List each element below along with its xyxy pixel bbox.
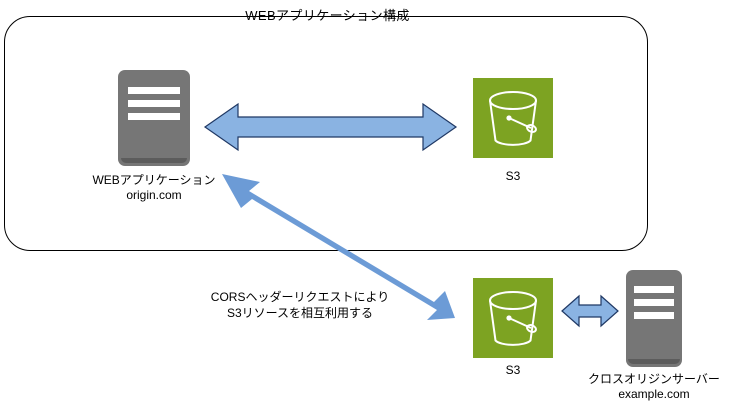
server-bar [128, 113, 180, 120]
node-label-line1: S3 [505, 169, 521, 183]
node-label-line2: example.com [618, 387, 690, 401]
edge-label-cors-request: CORSヘッダーリクエストにより S3リソースを相互利用する [185, 289, 415, 321]
node-label-line1: WEBアプリケーション [92, 173, 216, 187]
node-label-line2: origin.com [126, 188, 182, 202]
edge-label-line2: S3リソースを相互利用する [226, 306, 374, 320]
edge-label-line1: CORSヘッダーリクエストにより [210, 290, 390, 304]
server-bar [128, 87, 180, 94]
node-label-s3-top: S3 [473, 169, 553, 184]
node-label-cross-origin: クロスオリジンサーバー example.com [574, 372, 734, 402]
server-icon-web-application [118, 70, 190, 166]
server-bar [633, 312, 675, 319]
s3-bucket-icon-top [473, 78, 553, 158]
node-label-line1: S3 [505, 363, 521, 377]
diagram-title: WEBアプリケーション構成 [245, 8, 410, 23]
server-bar [633, 286, 675, 293]
arrow-s3-bottom-to-cross-origin [561, 294, 619, 328]
node-label-line1: クロスオリジンサーバー [588, 372, 720, 386]
server-base [120, 158, 188, 163]
server-base [628, 359, 680, 364]
node-label-s3-bottom: S3 [473, 363, 553, 378]
server-icon-cross-origin [626, 270, 682, 367]
server-bar [633, 299, 675, 306]
node-label-web-application: WEBアプリケーション origin.com [64, 173, 244, 203]
s3-bucket-glyph [489, 91, 537, 146]
s3-bucket-icon-bottom [473, 278, 553, 358]
s3-bucket-glyph [489, 291, 537, 346]
server-bar [128, 100, 180, 107]
